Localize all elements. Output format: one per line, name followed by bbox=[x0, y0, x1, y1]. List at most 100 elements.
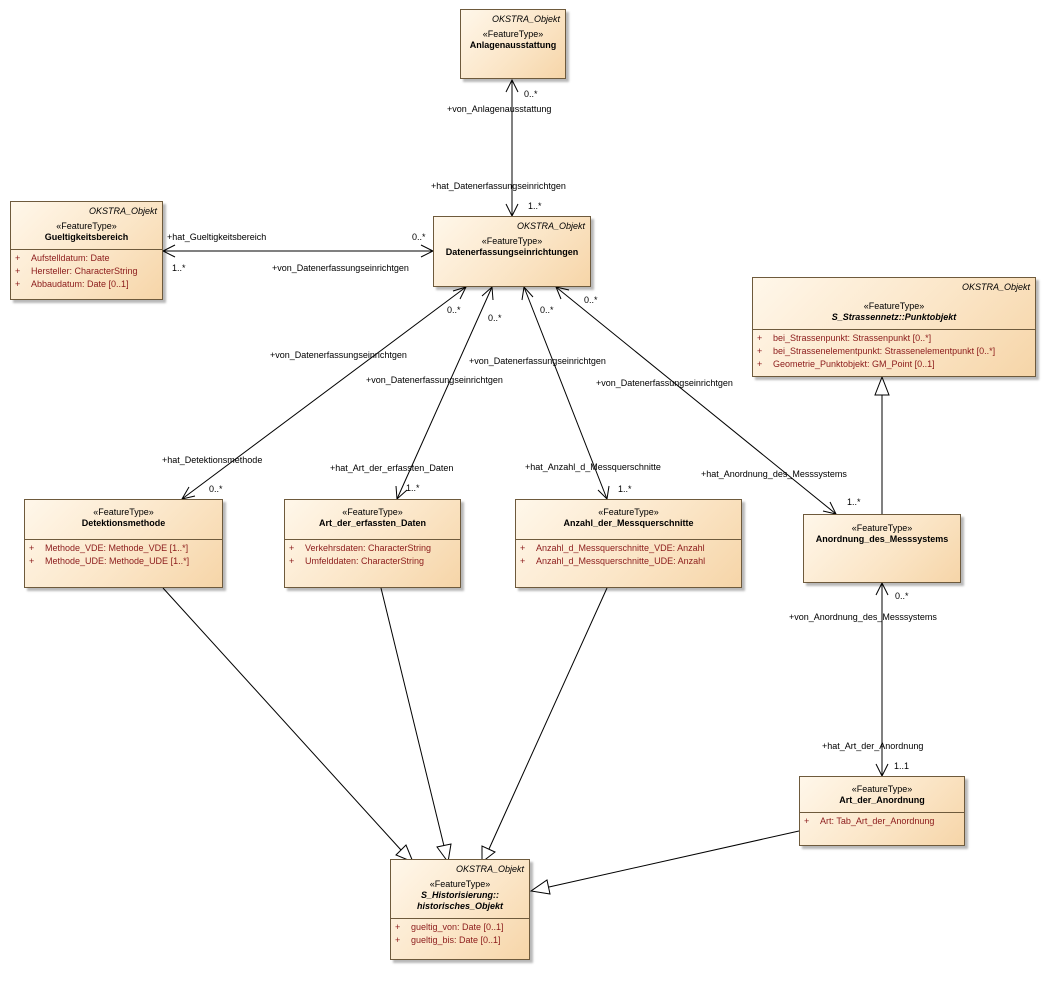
class-anordnung-des-messsystems[interactable]: «FeatureType» Anordnung_des_Messsystems bbox=[803, 514, 961, 583]
mult-detektion: 0..* bbox=[209, 484, 223, 494]
assoc-daten-artdaten[interactable] bbox=[396, 286, 493, 500]
role-hat-art-daten: +hat_Art_der_erfassten_Daten bbox=[330, 463, 453, 473]
class-name: Art_der_Anordnung bbox=[839, 795, 925, 805]
class-name: Art_der_erfassten_Daten bbox=[318, 518, 427, 528]
attribute-item: +Geometrie_Punktobjekt: GM_Point [0..1] bbox=[757, 359, 935, 369]
class-anzahl-der-messquerschnitte[interactable]: «FeatureType» Anzahl_der_Messquerschnitt… bbox=[515, 499, 742, 588]
attribute-item: +gueltig_bis: Date [0..1] bbox=[395, 935, 501, 945]
mult-daten-left: 0..* bbox=[412, 232, 426, 242]
attribute-item: +Umfelddaten: CharacterString bbox=[289, 556, 425, 566]
class-name: Detektionsmethode bbox=[81, 518, 166, 528]
class-datenerfassungseinrichtungen[interactable]: OKSTRA_Objekt «FeatureType» Datenerfassu… bbox=[433, 216, 591, 287]
attribute-list: +gueltig_von: Date [0..1] +gueltig_bis: … bbox=[391, 919, 529, 947]
role-von-anordnung: +von_Anordnung_des_Messsystems bbox=[789, 612, 937, 622]
class-name: Gueltigkeitsbereich bbox=[44, 232, 129, 242]
stereotype-label: «FeatureType» bbox=[481, 236, 543, 246]
arrowhead-daten-3 bbox=[521, 285, 534, 301]
assoc-daten-anordnung[interactable] bbox=[555, 286, 837, 515]
class-name-line2: historisches_Objekt bbox=[416, 901, 504, 911]
attribute-list: +Art: Tab_Art_der_Anordnung bbox=[800, 813, 964, 828]
class-name: S_Strassennetz::Punktobjekt bbox=[831, 312, 957, 322]
gen-arrow-anzahl bbox=[481, 845, 496, 864]
attribute-item: +Hersteller: CharacterString bbox=[15, 266, 138, 276]
gen-detektion-hist[interactable] bbox=[162, 587, 402, 851]
attribute-item: +Abbaudatum: Date [0..1] bbox=[15, 279, 129, 289]
class-art-der-anordnung[interactable]: «FeatureType» Art_der_Anordnung +Art: Ta… bbox=[799, 776, 965, 846]
mult-anordnung-bottom: 0..* bbox=[895, 591, 909, 601]
attribute-item: +Verkehrsdaten: CharacterString bbox=[289, 543, 432, 553]
gen-artdaten-hist[interactable] bbox=[380, 587, 445, 847]
mult-art-anordnung: 1..1 bbox=[894, 761, 909, 771]
attribute-item: +Anzahl_d_Messquerschnitte_VDE: Anzahl bbox=[520, 543, 705, 553]
mult-anzahl: 1..* bbox=[618, 484, 632, 494]
arrowhead-anzahl bbox=[597, 485, 610, 501]
mult-daten-top: 1..* bbox=[528, 201, 542, 211]
mult-daten-4: 0..* bbox=[584, 295, 598, 305]
class-name: Anlagenausstattung bbox=[469, 40, 557, 50]
assoc-daten-anzahl[interactable] bbox=[523, 286, 608, 500]
gen-arrow-artanordnung bbox=[529, 879, 551, 895]
role-hat-gueltig: +hat_Gueltigkeitsbereich bbox=[167, 232, 266, 242]
role-von-daten-1: +von_Datenerfassungseinrichtgen bbox=[270, 350, 407, 360]
role-hat-anzahl: +hat_Anzahl_d_Messquerschnitte bbox=[525, 462, 661, 472]
stereotype-label: «FeatureType» bbox=[851, 523, 913, 533]
attribute-separator bbox=[391, 918, 529, 919]
role-hat-detektion: +hat_Detektionsmethode bbox=[162, 455, 262, 465]
arrowhead-daten-4 bbox=[555, 286, 570, 300]
attribute-separator bbox=[11, 249, 162, 250]
attribute-item: +bei_Strassenelementpunkt: Strasseneleme… bbox=[757, 346, 996, 356]
stereotype-label: «FeatureType» bbox=[429, 879, 491, 889]
package-label: OKSTRA_Objekt bbox=[88, 206, 157, 216]
class-name: Anordnung_des_Messsystems bbox=[815, 534, 949, 544]
package-label: OKSTRA_Objekt bbox=[516, 221, 585, 231]
attribute-separator bbox=[516, 539, 741, 540]
class-anlagenausstattung[interactable]: OKSTRA_Objekt «FeatureType» Anlagenausst… bbox=[460, 9, 566, 79]
stereotype-label: «FeatureType» bbox=[93, 507, 154, 517]
attribute-item: +Methode_UDE: Methode_UDE [1..*] bbox=[29, 556, 190, 566]
role-von-anlagen: +von_Anlagenausstattung bbox=[447, 104, 551, 114]
class-historisches-objekt[interactable]: OKSTRA_Objekt «FeatureType» S_Historisie… bbox=[390, 859, 530, 960]
package-label: OKSTRA_Objekt bbox=[961, 282, 1030, 292]
role-hat-anordnung: +hat_Anordnung_des_Messsystems bbox=[701, 469, 847, 479]
attribute-item: +Art: Tab_Art_der_Anordnung bbox=[804, 816, 935, 826]
arrowhead-daten-1 bbox=[452, 286, 467, 300]
arrowhead-anordnung-bottom bbox=[875, 581, 889, 596]
class-name: Anzahl_der_Messquerschnitte bbox=[563, 518, 694, 528]
class-gueltigkeitsbereich[interactable]: OKSTRA_Objekt «FeatureType» Gueltigkeits… bbox=[10, 201, 163, 300]
class-art-der-erfassten-daten[interactable]: «FeatureType» Art_der_erfassten_Daten +V… bbox=[284, 499, 461, 588]
class-name: Datenerfassungseinrichtungen bbox=[445, 247, 579, 257]
role-von-daten-4: +von_Datenerfassungseinrichtgen bbox=[596, 378, 733, 388]
mult-daten-3: 0..* bbox=[540, 305, 554, 315]
gen-arrow-artdaten bbox=[436, 843, 452, 864]
attribute-list: +bei_Strassenpunkt: Strassenpunkt [0..*]… bbox=[753, 330, 1035, 371]
gen-arrow-detektion bbox=[395, 844, 414, 863]
attribute-list: +Methode_VDE: Methode_VDE [1..*] +Method… bbox=[25, 540, 222, 568]
stereotype-label: «FeatureType» bbox=[851, 784, 913, 794]
mult-daten-2: 0..* bbox=[488, 313, 502, 323]
mult-art-daten: 1..* bbox=[406, 483, 420, 493]
stereotype-label: «FeatureType» bbox=[482, 29, 544, 39]
attribute-item: +bei_Strassenpunkt: Strassenpunkt [0..*] bbox=[757, 333, 932, 343]
gen-anzahl-hist[interactable] bbox=[488, 587, 608, 850]
arrowhead-daten-2 bbox=[481, 285, 494, 301]
role-von-daten-2: +von_Datenerfassungseinrichtgen bbox=[366, 375, 503, 385]
stereotype-label: «FeatureType» bbox=[342, 507, 403, 517]
gen-artanordnung-hist[interactable] bbox=[548, 830, 800, 888]
arrowhead-gueltig bbox=[161, 244, 176, 258]
attribute-list: +Anzahl_d_Messquerschnitte_VDE: Anzahl +… bbox=[516, 540, 741, 568]
attribute-separator bbox=[800, 812, 964, 813]
class-name-line1: S_Historisierung:: bbox=[420, 890, 499, 900]
gen-arrow-punkt bbox=[874, 375, 890, 396]
mult-anlagen-top: 0..* bbox=[524, 89, 538, 99]
class-detektionsmethode[interactable]: «FeatureType» Detektionsmethode +Methode… bbox=[24, 499, 223, 588]
package-label: OKSTRA_Objekt bbox=[491, 14, 560, 24]
stereotype-label: «FeatureType» bbox=[56, 221, 117, 231]
class-punktobjekt[interactable]: OKSTRA_Objekt «FeatureType» S_Strassenne… bbox=[752, 277, 1036, 377]
package-label: OKSTRA_Objekt bbox=[455, 864, 524, 874]
role-von-daten-left: +von_Datenerfassungseinrichtgen bbox=[272, 263, 409, 273]
stereotype-label: «FeatureType» bbox=[863, 301, 925, 311]
mult-anordnung: 1..* bbox=[847, 497, 861, 507]
assoc-daten-detektion[interactable] bbox=[181, 286, 467, 500]
